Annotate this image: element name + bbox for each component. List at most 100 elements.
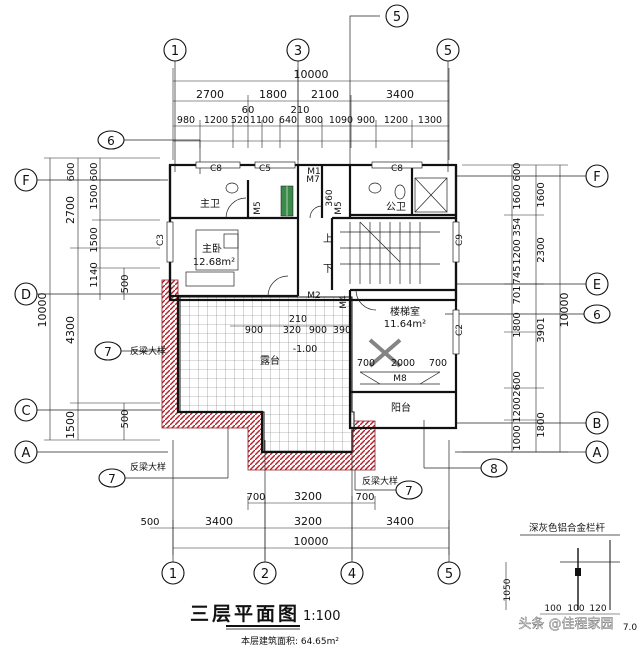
plan-title: 三层平面图 [190, 603, 300, 625]
axis-bubble-right-E [585, 272, 609, 296]
dim-top-total: 10000 [294, 68, 329, 81]
dim-left-600a: 600 [66, 162, 77, 181]
axis-label-left-A: A [22, 446, 31, 461]
axis-label-top-3: 3 [294, 44, 302, 59]
dim-right-2300: 2300 [536, 237, 547, 262]
label-c9: C9 [455, 234, 465, 246]
dim-top-1300: 1300 [418, 115, 442, 126]
axis-bubble-bottom-1 [161, 561, 185, 585]
dim-left-2700: 2700 [64, 196, 77, 224]
axis-bubble-bottom-5 [437, 561, 461, 585]
dim-top-1100: 1100 [250, 115, 274, 126]
axis-label-right-E: E [593, 278, 601, 293]
label-700a: 700 [357, 358, 375, 369]
room-balcony: 阳台 [391, 401, 411, 414]
dim-right-2600: 2600 [512, 371, 523, 396]
axis-bubble-top-5-extra [385, 4, 409, 28]
room-terrace: 露台 [260, 354, 280, 367]
right-axis-bubbles: F E B A [455, 164, 609, 464]
dim-left-1140: 1140 [89, 262, 100, 287]
detail-marker-6-left-label: 6 [107, 134, 115, 148]
dim-top-210: 210 [290, 105, 309, 116]
dim-bottom-700b: 700 [355, 492, 374, 503]
dim-right-3901: 3901 [536, 317, 547, 342]
axis-bubble-bottom-2 [253, 561, 277, 585]
dim-top-520: 520 [231, 115, 249, 126]
label-210: 210 [289, 314, 307, 325]
dim-bottom-3400b: 3400 [386, 515, 414, 528]
bottom-dimensions: 700 3200 700 500 3400 3200 3400 10000 [140, 490, 450, 560]
axis-label-top-5-extra: 5 [393, 10, 401, 25]
label-390: 390 [333, 325, 351, 336]
dim-top-1200b: 1200 [384, 115, 408, 126]
detail-marker-6-right [583, 304, 611, 324]
railing-cut-label: 7.0 [623, 623, 638, 633]
terrace [161, 279, 376, 471]
dim-right-701: 701 [512, 285, 523, 304]
axis-bubble-top-5 [436, 38, 460, 62]
watermark: 头条 @佳程家园 [518, 616, 613, 632]
dim-left-500b: 500 [120, 409, 131, 428]
top-dimensions: 10000 2700 1800 2100 3400 60 210 980 120… [172, 68, 450, 160]
dim-top-3400: 3400 [386, 88, 414, 101]
detail-marker-6-right-label: 6 [593, 308, 601, 322]
room-master-bed-area: 12.68m² [193, 257, 235, 268]
dim-bottom-total: 10000 [294, 535, 329, 548]
detail-marker-8 [480, 458, 508, 478]
label-2000: 2000 [391, 358, 415, 369]
railing-120: 120 [589, 604, 606, 614]
dim-left-1500b: 1500 [89, 227, 100, 252]
detail-marker-7-left-b [98, 468, 126, 488]
dim-right-1800: 1800 [512, 312, 523, 337]
label-c8a: C8 [210, 164, 222, 174]
detail-marker-7-b-label: 7 [108, 472, 116, 486]
bottom-axis-bubbles: 1 2 4 5 [161, 440, 461, 585]
detail-marker-7-a-label: 7 [104, 345, 112, 359]
label-fanliang-2: 反梁大样 [130, 461, 166, 473]
dim-right-1200a: 1200 [512, 239, 523, 264]
label-m7: M7 [306, 175, 320, 185]
railing-100b: 100 [567, 604, 584, 614]
label-m8: M8 [393, 374, 407, 384]
dim-left-4300: 4300 [64, 316, 77, 344]
label-320: 320 [283, 325, 301, 336]
axis-label-left-F: F [22, 174, 29, 189]
stair-down: 下 [323, 264, 333, 275]
label-fanliang-3: 反梁大样 [362, 475, 398, 487]
dim-top-1800: 1800 [259, 88, 287, 101]
axis-bubble-right-A [585, 440, 609, 464]
dim-right-1600b: 1600 [512, 184, 523, 209]
dim-left-1500: 1500 [64, 411, 77, 439]
plan-area: 本层建筑面积: 64.65m² [241, 635, 339, 647]
dim-right-1200b: 1200 [512, 397, 523, 422]
dim-top-640: 640 [279, 115, 297, 126]
dim-left-1500a: 1500 [89, 184, 100, 209]
detail-marker-6-left [97, 130, 125, 150]
dim-top-1090: 1090 [329, 115, 353, 126]
axis-label-bottom-1: 1 [169, 567, 177, 582]
detail-marker-7-bottom [395, 480, 423, 500]
dim-bottom-3400a: 3400 [205, 515, 233, 528]
top-axis-bubbles: 1 3 5 5 [163, 4, 460, 190]
axis-bubble-right-F [585, 164, 609, 188]
walls [166, 161, 460, 430]
railing-1050: 1050 [503, 578, 513, 601]
dim-top-2700: 2700 [196, 88, 224, 101]
room-public-bath: 公卫 [386, 202, 406, 213]
room-master-bath: 主卫 [200, 198, 220, 210]
axis-label-right-A: A [593, 446, 602, 461]
dim-bottom-500: 500 [140, 517, 159, 528]
dim-right-745: 745 [512, 265, 523, 284]
room-master-bed: 主卧 [202, 242, 222, 255]
room-stair-room-area: 11.64m² [384, 319, 426, 330]
axis-label-top-5: 5 [444, 44, 452, 59]
dim-right-1800-lower: 1800 [536, 412, 547, 437]
label-c5: C5 [259, 164, 271, 174]
left-dimensions: 10000 2700 4300 1500 600 1500 600 1500 1… [36, 157, 160, 441]
axis-bubble-left-D [14, 282, 38, 306]
axis-bubble-right-B [585, 411, 609, 435]
dim-left-500a: 500 [120, 274, 131, 293]
axis-label-bottom-2: 2 [261, 567, 269, 582]
